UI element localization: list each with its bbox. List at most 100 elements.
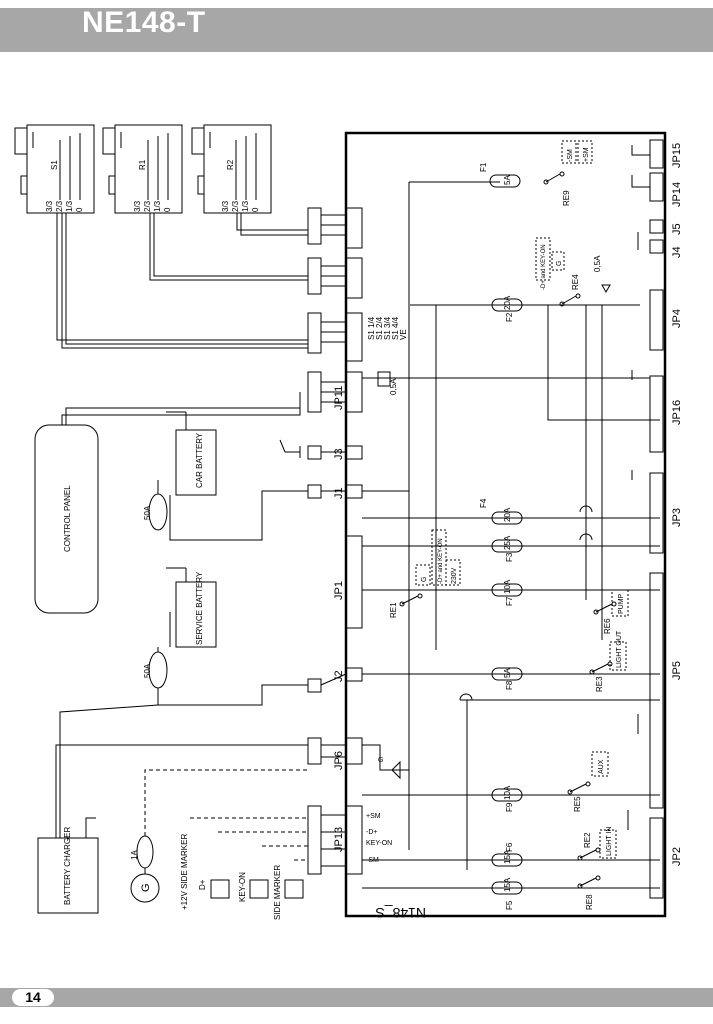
fuse-1a-label: 1A bbox=[130, 850, 139, 860]
control-panel-label: CONTROL PANEL bbox=[63, 485, 72, 552]
fuse-f6-rating: 15A bbox=[503, 849, 512, 864]
generator-label: G bbox=[140, 883, 152, 892]
battery-charger-label: BATTERY CHARGER bbox=[63, 827, 72, 905]
connector-jp5: JP5 bbox=[671, 661, 683, 680]
label-side-marker: SIDE MARKER bbox=[273, 865, 282, 920]
fuse-f4-name: F4 bbox=[479, 498, 488, 508]
connector-jp13: JP13 bbox=[333, 827, 345, 852]
fuse-50a-top-label: 50A bbox=[143, 505, 152, 520]
main-board bbox=[344, 131, 667, 918]
fuse-f1-rating: 5A bbox=[503, 175, 512, 185]
note-re6-pump: PUMP bbox=[618, 593, 625, 614]
note-re4-dplus: -D+ and KEY-ON bbox=[541, 244, 547, 290]
sensor-r1-level-3: 3/3 bbox=[133, 200, 142, 212]
connector-jp16: JP16 bbox=[671, 400, 683, 425]
sensor-r2-level-0: 0 bbox=[251, 207, 260, 212]
page-number: 14 bbox=[25, 989, 41, 1005]
fuse-f9-rating: 10A bbox=[503, 785, 512, 800]
jp6-g-label: G bbox=[378, 757, 383, 764]
fuse-f4-rating: 20A bbox=[503, 507, 512, 522]
jp13-pin-2-label: -D+ bbox=[366, 829, 377, 836]
sensor-s1-level-2: 2/3 bbox=[55, 200, 64, 212]
fuse-f5-name: F5 bbox=[505, 900, 514, 910]
fuse-05a-label: 0,5A bbox=[593, 255, 602, 272]
sensor-s1-level-0: 0 bbox=[75, 207, 84, 212]
relay-re2: RE2 bbox=[583, 832, 592, 848]
connector-jp11: JP11 bbox=[333, 386, 345, 410]
page-footer bbox=[0, 988, 713, 1007]
sensor-r1 bbox=[102, 124, 183, 214]
connector-j5: J5 bbox=[671, 223, 683, 235]
note-re9-plus-sm: +SM bbox=[583, 147, 590, 162]
car-battery bbox=[166, 411, 217, 520]
fuse-50a-bottom-label: 50A bbox=[143, 663, 152, 678]
label-side-marker-12v: +12V SIDE MARKER bbox=[180, 834, 189, 910]
connector-jp3: JP3 bbox=[671, 508, 683, 527]
note-re2-light-in: LIGHT IN bbox=[606, 827, 613, 856]
sensor-line-3: S1 3/4 bbox=[383, 316, 392, 340]
fuse-05a-jp11-label: 0,5A bbox=[389, 378, 398, 395]
connector-j1: J1 bbox=[333, 487, 345, 499]
fuse-f1-name: F1 bbox=[479, 162, 488, 172]
sensor-r1-level-2: 2/3 bbox=[143, 200, 152, 212]
label-key-on: KEY-ON bbox=[238, 872, 247, 902]
sensor-s1-level-1: 1/3 bbox=[65, 200, 74, 212]
fuse-f5-rating: 15A bbox=[503, 877, 512, 892]
fuse-f7-rating: 10A bbox=[503, 579, 512, 594]
sensor-r1-level-0: 0 bbox=[163, 207, 172, 212]
note-re3-light-out: LIGHT OUT bbox=[616, 630, 623, 668]
connector-jp14: JP14 bbox=[671, 182, 683, 207]
note-re9-minus-sm: -SM bbox=[567, 149, 574, 162]
connector-j2: J2 bbox=[333, 670, 345, 682]
connector-jp6: JP6 bbox=[333, 751, 345, 770]
relay-re8: RE8 bbox=[585, 894, 594, 910]
page-header bbox=[0, 8, 713, 52]
car-battery-label: CAR BATTERY bbox=[195, 432, 204, 488]
relay-re6: RE6 bbox=[603, 618, 612, 634]
sensor-r2-level-1: 1/3 bbox=[241, 200, 250, 212]
relay-re4: RE4 bbox=[571, 274, 580, 290]
battery-charger bbox=[37, 837, 99, 914]
sensor-line-4: S1 4/4 bbox=[391, 316, 400, 340]
fuse-f3-name: F3 bbox=[505, 552, 514, 562]
note-re4-g: G bbox=[556, 261, 563, 266]
sensor-line-1: S1 1/4 bbox=[367, 316, 376, 340]
fuse-f2-rating: 20A bbox=[503, 295, 512, 310]
connector-jp1: JP1 bbox=[333, 581, 345, 600]
connector-jp15: JP15 bbox=[671, 143, 683, 168]
connector-j3: J3 bbox=[333, 448, 345, 460]
fuse-f3-rating: 25A bbox=[503, 535, 512, 550]
fuse-f8-rating: 5A bbox=[503, 668, 512, 678]
relay-re3: RE3 bbox=[595, 676, 604, 692]
label-d-plus: D+ bbox=[198, 879, 207, 890]
fuse-f7-name: F7 bbox=[505, 596, 514, 606]
connector-j4: J4 bbox=[671, 246, 683, 258]
fuse-f8-name: F8 bbox=[505, 680, 514, 690]
service-battery bbox=[166, 567, 217, 648]
sensor-line-5: VE bbox=[399, 329, 408, 340]
page-title: NE148-T bbox=[82, 6, 206, 39]
page-number-badge bbox=[12, 989, 54, 1006]
relay-re1: RE1 bbox=[389, 602, 398, 618]
sensor-r1-level-1: 1/3 bbox=[153, 200, 162, 212]
jp13-pin-3-label: KEY-ON bbox=[366, 840, 392, 847]
fuse-f9-name: F9 bbox=[505, 802, 514, 812]
jp13-pin-4-label: -SM bbox=[366, 857, 379, 864]
sensor-r2-label: R2 bbox=[226, 159, 235, 170]
sensor-r1-label: R1 bbox=[138, 159, 147, 170]
sensor-line-2: S1 2/4 bbox=[375, 316, 384, 340]
sensor-s1 bbox=[14, 124, 95, 214]
note-re1-g: G bbox=[421, 577, 428, 582]
note-re1-dplus: -D+ and KEY-ON bbox=[438, 538, 444, 584]
fuse-f2-name: F2 bbox=[505, 312, 514, 322]
jp13-pin-1-label: +SM bbox=[366, 813, 381, 820]
sensor-s1-label: S1 bbox=[50, 160, 59, 170]
note-re5-aux: AUX bbox=[598, 759, 605, 774]
sensor-r2-level-2: 2/3 bbox=[231, 200, 240, 212]
connector-jp4: JP4 bbox=[671, 309, 683, 328]
service-battery-label: SERVICE BATTERY bbox=[195, 571, 204, 645]
fuse-f6-name: F6 bbox=[505, 842, 514, 852]
relay-re5: RE5 bbox=[573, 796, 582, 812]
sensor-r2-level-3: 3/3 bbox=[221, 200, 230, 212]
